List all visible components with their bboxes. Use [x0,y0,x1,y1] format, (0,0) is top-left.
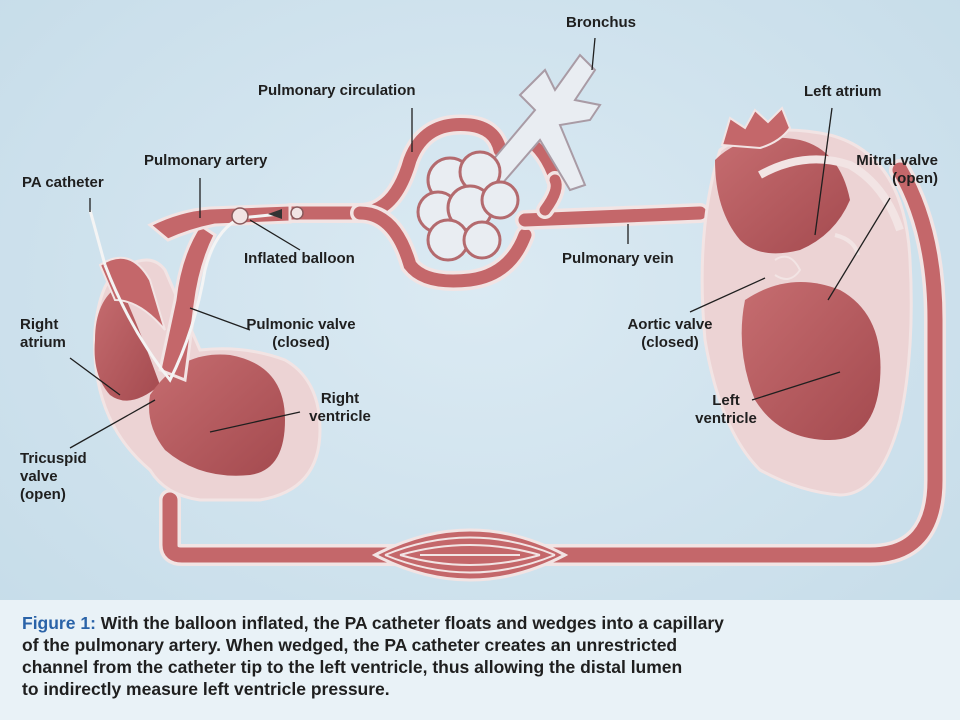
right-atrium-chamber [94,285,160,401]
pulmonary-vessels [280,114,710,291]
label-pulmonary-vein: Pulmonary vein [562,250,674,267]
leader-right-ventricle [209,411,301,433]
leader-mitral-valve [827,197,891,301]
alveoli-cluster [416,150,520,262]
leader-pulmonic-valve [189,307,251,331]
label-mitral-valve-line2: (open) [892,170,938,187]
label-right-ventricle-line1: Right [320,390,360,407]
right-heart [88,203,322,502]
systemic-capillary-bed [371,528,569,582]
caption-line-1: Figure 1: With the balloon inflated, the… [22,612,947,634]
label-bronchus: Bronchus [566,14,637,31]
label-pa-catheter: PA catheter [22,174,104,191]
label-pulmonic-valve-line2: (closed) [272,334,330,351]
left-ventricle-chamber [741,282,881,440]
label-aortic-valve: Aortic valve (closed) [610,316,730,352]
label-right-atrium-line1: Right [20,316,59,333]
leader-left-ventricle [751,371,841,401]
caption-line-4: to indirectly measure left ventricle pre… [22,679,390,699]
caption-panel [0,600,960,720]
leader-lines [69,37,891,449]
label-mitral-valve-line1: Mitral valve [856,152,938,169]
figure-caption: Figure 1: With the balloon inflated, the… [22,612,947,700]
caption-line-3: channel from the catheter tip to the lef… [22,657,683,677]
pulmonary-artery-trunk [158,222,217,383]
label-aortic-valve-line2: (closed) [641,334,699,351]
caption-figure-label: Figure 1: [22,613,96,633]
label-mitral-valve: Mitral valve (open) [856,152,938,188]
label-right-atrium: Right atrium [20,316,66,352]
label-pulmonary-circulation: Pulmonary circulation [258,82,416,99]
label-pulmonic-valve: Pulmonic valve (closed) [236,316,366,352]
label-aortic-valve-line1: Aortic valve [627,316,713,333]
label-left-atrium: Left atrium [804,83,882,100]
label-left-ventricle-line2: ventricle [695,410,757,427]
left-heart [700,106,913,497]
caption-line-1-text: With the balloon inflated, the PA cathet… [100,613,724,633]
label-left-ventricle: Left ventricle [676,392,776,428]
label-pulmonary-artery: Pulmonary artery [144,152,268,169]
label-right-ventricle: Right ventricle [290,390,390,426]
label-tricuspid-valve-line2: valve [20,468,58,485]
label-left-ventricle-line1: Left [712,392,740,409]
right-ventricle-chamber [149,354,285,476]
label-tricuspid-valve-line3: (open) [20,486,66,503]
leader-left-atrium [814,107,833,236]
label-right-atrium-line2: atrium [20,334,66,351]
inflated-balloon-shape [231,207,249,225]
leader-right-atrium [69,357,121,396]
label-right-ventricle-line2: ventricle [309,408,371,425]
label-inflated-balloon: Inflated balloon [244,250,355,267]
pa-catheter-line [88,209,107,266]
leader-tricuspid-valve [69,399,156,449]
leader-bronchus [591,37,596,71]
leader-aortic-valve [689,277,766,313]
label-tricuspid-valve: Tricuspid valve (open) [20,450,87,504]
label-tricuspid-valve-line1: Tricuspid [20,450,87,467]
systemic-circulation-loop [159,159,946,566]
leader-inflated-balloon [249,219,301,251]
caption-line-2: of the pulmonary artery. When wedged, th… [22,635,678,655]
label-pulmonic-valve-line1: Pulmonic valve [246,316,356,333]
